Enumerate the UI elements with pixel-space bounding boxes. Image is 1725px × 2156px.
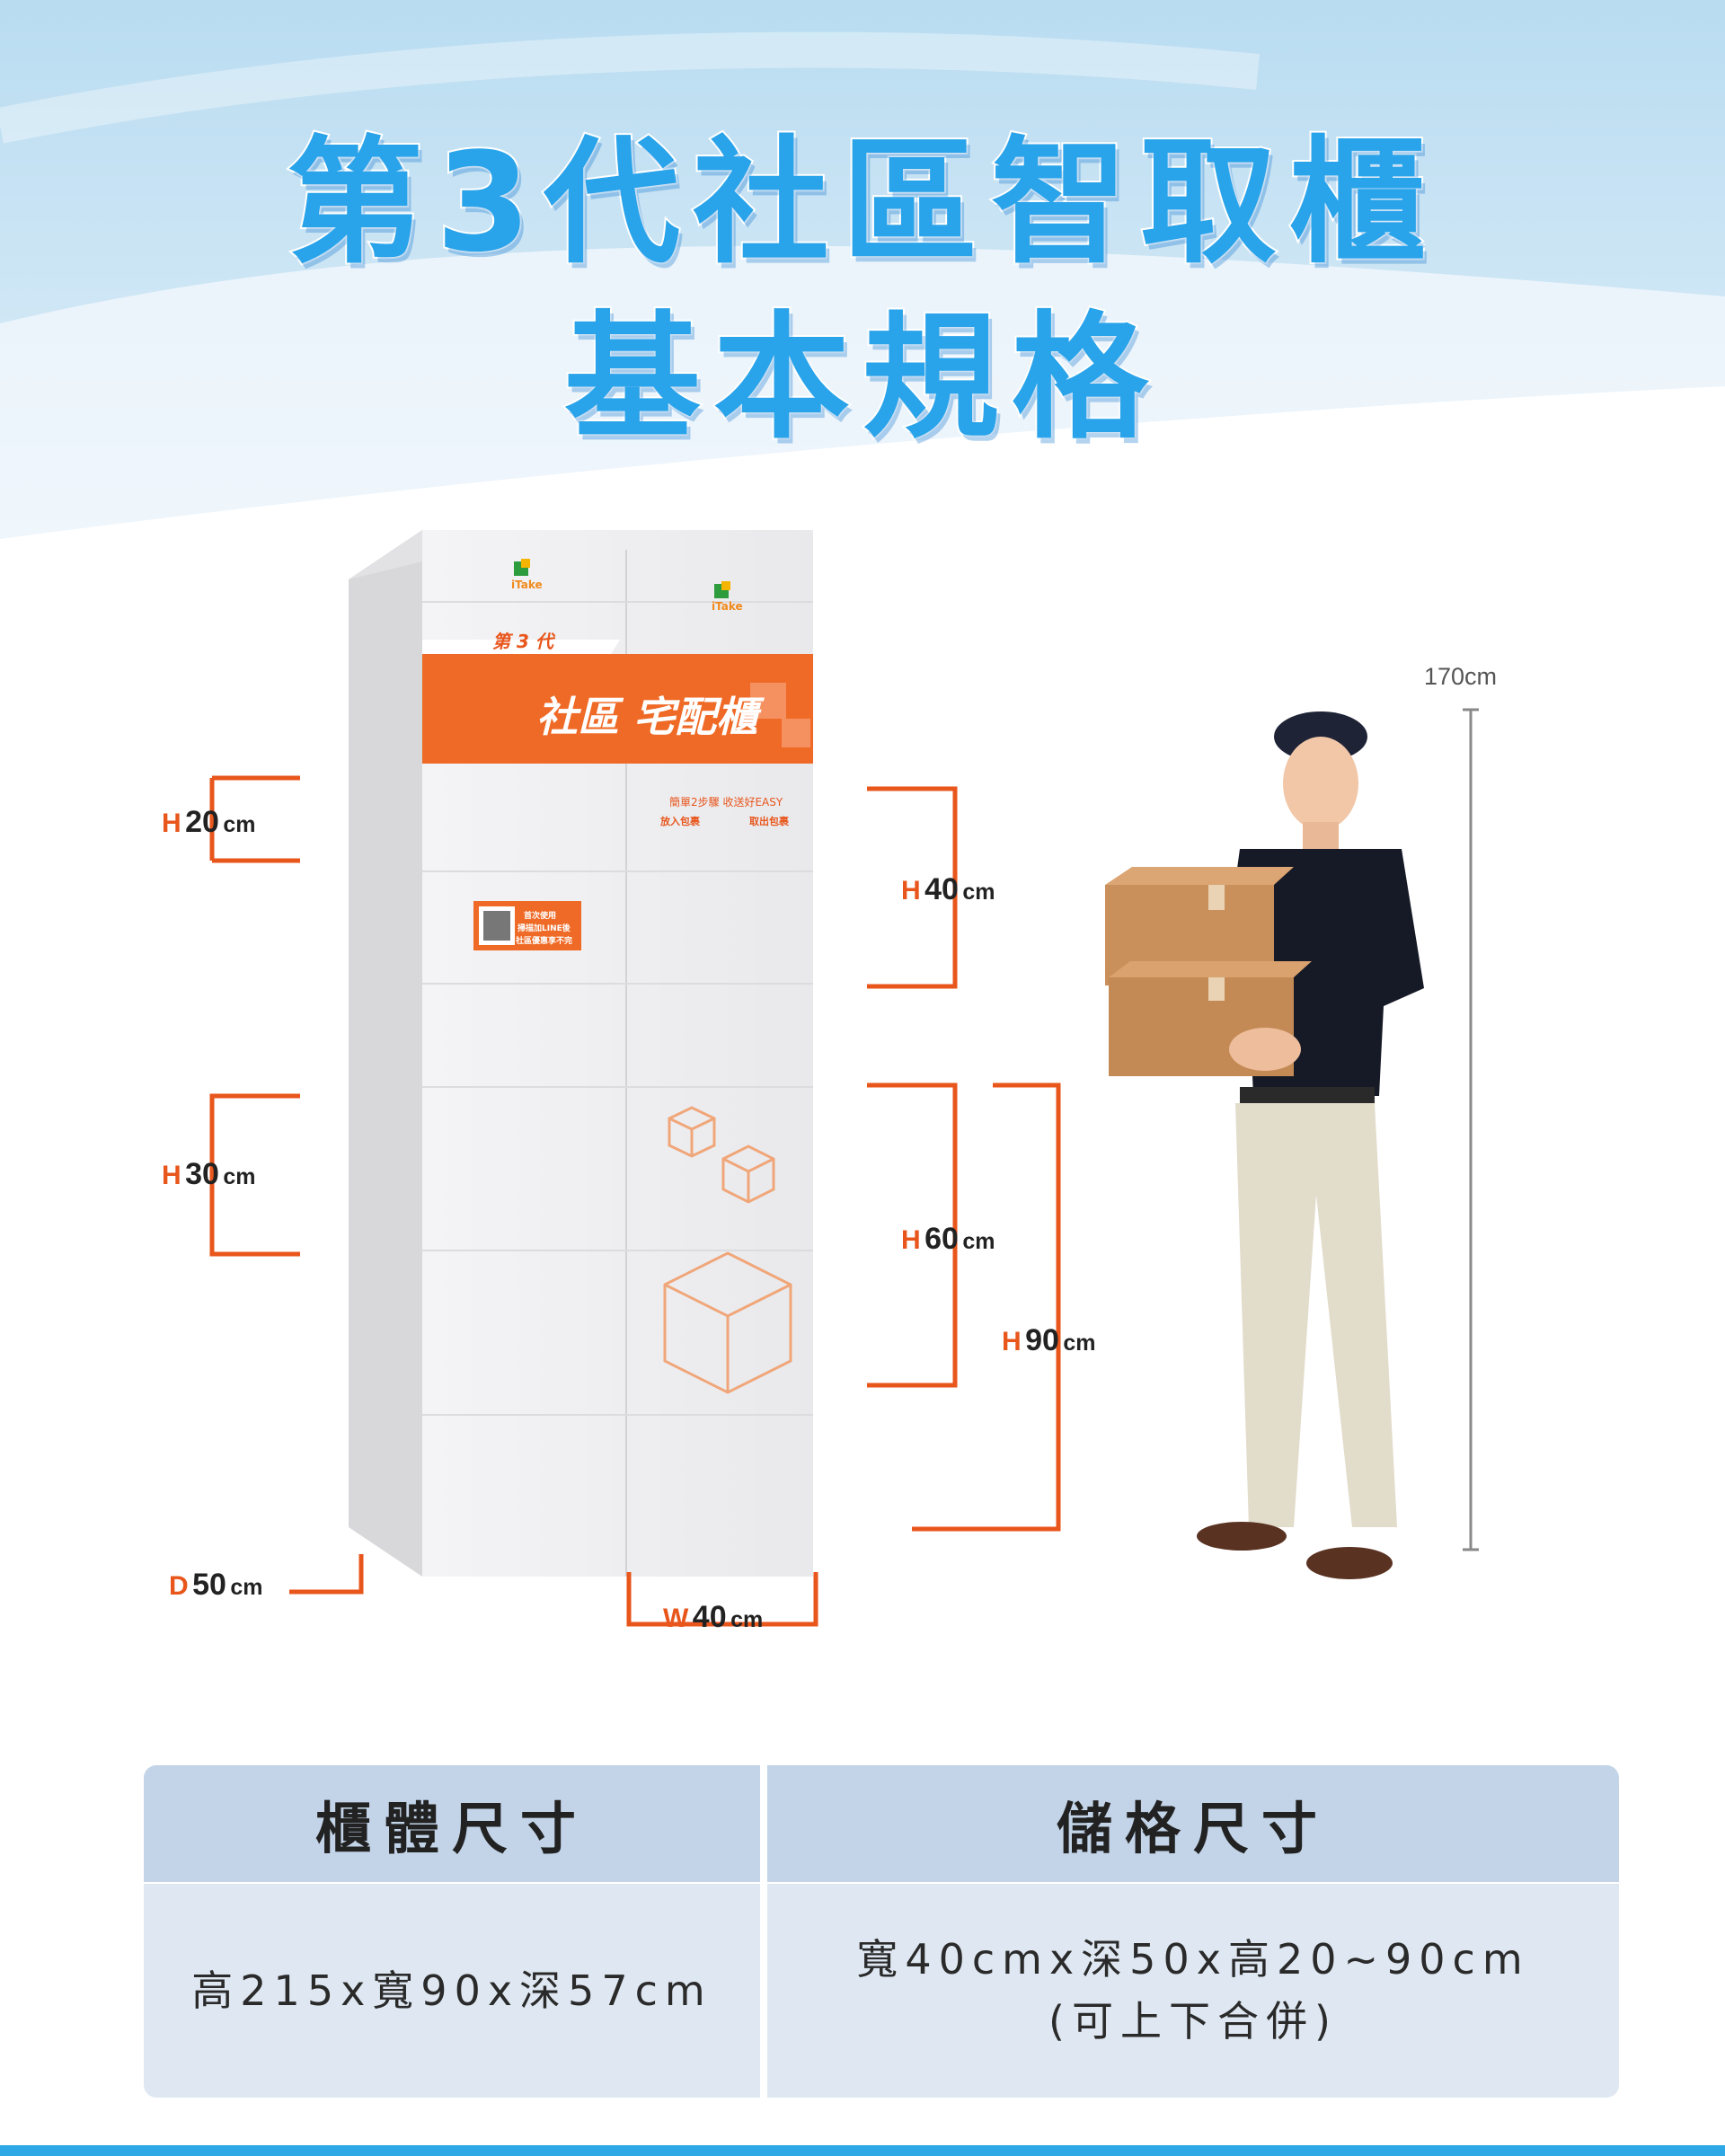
page-title-line2: 基本規格 [562,298,1161,457]
bottom-bar [0,2145,1725,2156]
locker-qr-line3: 社區優惠享不完 [516,937,573,946]
measure-h90: H 90 cm [1002,1323,1096,1357]
measure-h20: H 20 cm [162,805,256,839]
measure-d50: D 50 cm [169,1568,263,1602]
locker-instruction-heading: 簡單2步驟 收送好EASY [669,796,783,808]
delivery-person-illustration [1105,711,1424,1579]
measure-h60: H 60 cm [901,1222,995,1256]
table-header-cabinet-size: 櫃體尺寸 [144,1765,760,1882]
table-cell-cell-size: 寬40cmx深50x高20~90cm (可上下合併) [767,1884,1619,2098]
locker-cabinet [349,530,813,1577]
locker-take-out: 取出包裹 [749,816,789,827]
person-height-label: 170cm [1424,663,1498,690]
table-header-cell-size: 儲格尺寸 [767,1765,1619,1882]
cabinet-size-value: 高215x寬90x深57cm [191,1966,712,2015]
dimension-brackets [209,775,1061,1627]
locker-put-in: 放入包裹 [660,816,700,827]
locker-brand-right: iTake [712,600,743,613]
locker-qr-line2: 掃描加LINE後 [518,924,571,933]
table-cell-cabinet-size: 高215x寬90x深57cm [144,1884,760,2098]
measure-h40: H 40 cm [901,872,995,906]
page-title-line1: 第3代社區智取櫃 [285,123,1438,282]
locker-banner-title: 社區 宅配櫃 [536,693,758,741]
locker-brand-left: iTake [511,579,543,591]
locker-qr-line1: 首次使用 [524,912,557,921]
cell-size-value: 寬40cmx深50x高20~90cm [856,1935,1530,1984]
cell-size-note: (可上下合併) [1048,1997,1338,2046]
locker-banner-tag: 第 3 代 [492,631,553,652]
measure-h30: H 30 cm [162,1157,256,1191]
measure-w40: W 40 cm [663,1600,764,1634]
